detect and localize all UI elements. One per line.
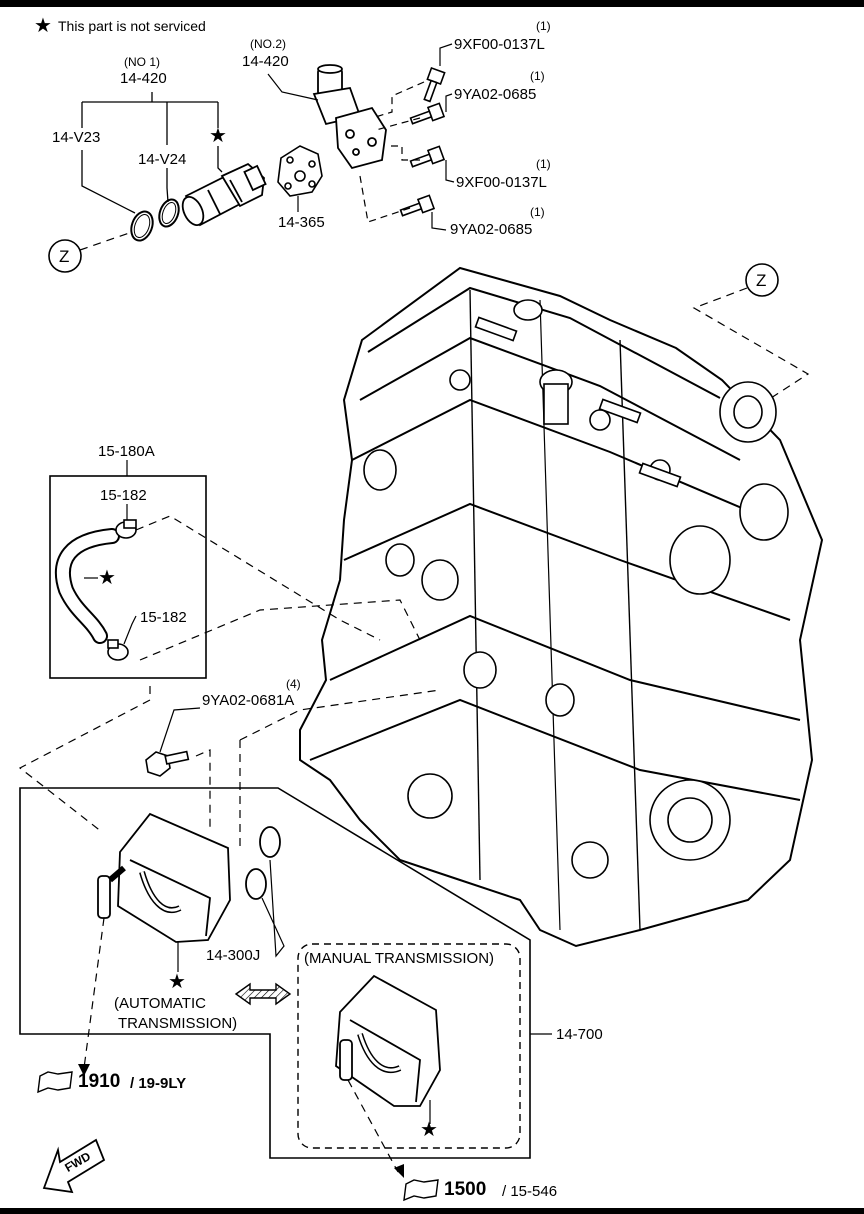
ref1-section[interactable]: 1910 bbox=[78, 1071, 121, 1092]
o-ring-outer bbox=[130, 210, 154, 242]
cooler-bolt-qty: (4) bbox=[286, 677, 301, 691]
bolt-b-label: 9YA02-0685 bbox=[454, 86, 537, 103]
cooler-bolt-dash-2 bbox=[239, 689, 441, 741]
o-ring-inner bbox=[158, 198, 180, 228]
no2-part-number: 14-420 bbox=[242, 53, 289, 70]
bolt-a-qty: (1) bbox=[536, 19, 551, 33]
cooler-bolt-label: 9YA02-0681A bbox=[202, 692, 295, 709]
hose-star-icon: ★ bbox=[98, 567, 116, 589]
oring-outer-label: 14-V23 bbox=[52, 129, 101, 146]
no1-part-number: 14-420 bbox=[120, 70, 167, 87]
oil-cooler-label: 14-700 bbox=[556, 1026, 603, 1043]
manual-ref-dash bbox=[347, 1079, 399, 1173]
top-border bbox=[0, 0, 864, 7]
no2-qualifier: (NO.2) bbox=[250, 37, 286, 51]
bolt-d-qty: (1) bbox=[530, 205, 545, 219]
bottom-border bbox=[0, 1208, 864, 1214]
engine-details bbox=[363, 299, 789, 879]
hose-dash-lower bbox=[139, 599, 421, 661]
oil-cooler-manual bbox=[335, 974, 441, 1107]
manual-trans-label: (MANUAL TRANSMISSION) bbox=[304, 950, 495, 967]
engine-block bbox=[299, 266, 824, 948]
z-right-dash bbox=[692, 287, 810, 419]
auto-ref-arrow bbox=[78, 1064, 90, 1076]
oil-control-valve-no2 bbox=[312, 64, 387, 170]
legend-text: This part is not serviced bbox=[58, 18, 206, 34]
bolts-top bbox=[399, 66, 446, 217]
clamp-upper-label: 15-182 bbox=[100, 487, 147, 504]
box-dash bbox=[18, 686, 151, 833]
no1-qualifier: (NO 1) bbox=[124, 55, 160, 69]
bolt-a-label: 9XF00-0137L bbox=[454, 36, 545, 53]
book-icon bbox=[403, 1179, 439, 1202]
no1-bracket bbox=[81, 92, 223, 214]
auto-ref-dash bbox=[83, 917, 105, 1069]
view-z-right bbox=[745, 263, 779, 297]
view-z-left bbox=[48, 239, 82, 273]
bolt-d-label: 9YA02-0685 bbox=[450, 221, 533, 238]
auto-trans-line2: TRANSMISSION) bbox=[118, 1015, 238, 1032]
cooler-bolt-leader bbox=[159, 707, 201, 753]
ref2-detail[interactable]: / 15-546 bbox=[502, 1183, 558, 1200]
cooler-bolt-dash bbox=[195, 749, 211, 830]
cooler-orings-label: 14-300J bbox=[206, 947, 261, 964]
view-z-right-label: Z bbox=[756, 271, 767, 290]
oring-leader bbox=[261, 859, 285, 958]
ref1-detail[interactable]: / 19-9LY bbox=[130, 1075, 187, 1092]
oil-control-valve-no1 bbox=[181, 162, 267, 227]
clamp-lower-label: 15-182 bbox=[140, 609, 187, 626]
book-icon bbox=[37, 1071, 73, 1094]
bolt-b-qty: (1) bbox=[530, 69, 545, 83]
bolt-dash-lines bbox=[359, 81, 425, 223]
bolt-leaders bbox=[431, 43, 455, 231]
auto-trans-line1: (AUTOMATIC bbox=[114, 995, 206, 1012]
ref2-section[interactable]: 1500 bbox=[444, 1179, 487, 1200]
legend-star-icon: ★ bbox=[34, 15, 52, 37]
manual-star-icon: ★ bbox=[420, 1119, 438, 1141]
z-left-dash bbox=[79, 231, 133, 251]
hose-assembly-label: 15-180A bbox=[98, 443, 155, 460]
no2-leader bbox=[267, 73, 319, 101]
fwd-arrow bbox=[42, 1138, 106, 1194]
view-z-left-label: Z bbox=[59, 247, 70, 266]
cooler-orings bbox=[245, 826, 281, 900]
hose bbox=[54, 528, 120, 644]
hose-dash bbox=[135, 515, 381, 641]
bolt-c-qty: (1) bbox=[536, 157, 551, 171]
manual-ref-arrow bbox=[394, 1164, 404, 1178]
bolt-c-label: 9XF00-0137L bbox=[456, 174, 547, 191]
clamp-lower bbox=[107, 639, 129, 661]
oring-inner-label: 14-V24 bbox=[138, 151, 187, 168]
hose-leaders bbox=[84, 504, 137, 645]
gasket-label: 14-365 bbox=[278, 214, 325, 231]
auto-star-icon: ★ bbox=[168, 971, 186, 993]
clamp-upper bbox=[115, 519, 137, 539]
gasket-14-365 bbox=[277, 145, 323, 197]
hose-box bbox=[49, 475, 207, 679]
manual-box bbox=[297, 943, 521, 1149]
cooler-outline bbox=[19, 787, 531, 1159]
oil-cooler-automatic bbox=[97, 812, 231, 943]
swap-arrow bbox=[234, 982, 292, 1006]
no1-star-icon: ★ bbox=[209, 125, 227, 147]
cooler-bolt bbox=[145, 750, 190, 777]
